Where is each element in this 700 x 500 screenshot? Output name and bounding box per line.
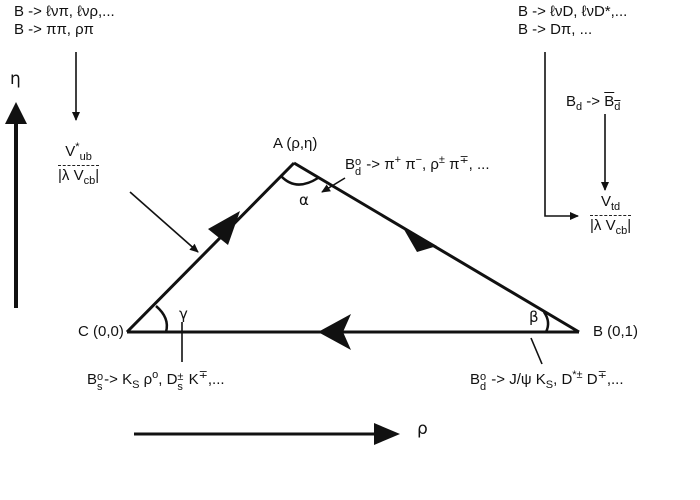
vertex-b-label: B (0,1) bbox=[593, 323, 639, 340]
vtd-denominator: |λ Vcb| bbox=[590, 216, 632, 237]
top-right-decays-line2: B -> Dπ, ... bbox=[518, 21, 593, 38]
alpha-angle-label: α bbox=[299, 191, 309, 209]
gamma-angle-label: γ bbox=[179, 305, 188, 323]
top-left-decays-line1: B -> ℓνπ, ℓνρ,... bbox=[14, 3, 115, 20]
rho-axis-label: ρ bbox=[417, 419, 428, 439]
bd-bar-symbol: Bd bbox=[604, 93, 621, 113]
vub-to-triangle-arrow bbox=[129, 191, 199, 253]
beta-angle-label: β bbox=[529, 308, 539, 326]
alpha-pointer-line bbox=[321, 177, 346, 193]
alpha-angle-arc bbox=[280, 175, 319, 186]
triangle-side-ca bbox=[125, 161, 296, 334]
vub-denominator: |λ Vcb| bbox=[58, 166, 100, 187]
triangle-side-bc bbox=[127, 314, 579, 350]
beta-angle-arc bbox=[542, 311, 550, 333]
vub-ratio-fraction: V*ub |λ Vcb| bbox=[58, 141, 100, 187]
vertex-a-label: A (ρ,η) bbox=[273, 135, 318, 152]
triangle-side-ab bbox=[293, 161, 580, 334]
beta-pointer-line bbox=[530, 337, 543, 365]
rho-axis-arrow bbox=[134, 423, 400, 445]
top-right-decays-line1: B -> ℓνD, ℓνD*,... bbox=[518, 3, 628, 20]
eta-axis-label: η bbox=[10, 69, 21, 89]
vtd-numerator: Vtd bbox=[590, 193, 632, 216]
top-left-decays-line2: B -> ππ, ρπ bbox=[14, 21, 94, 38]
top-right-connector bbox=[544, 52, 579, 220]
vertex-c-label: C (0,0) bbox=[78, 323, 124, 340]
eta-axis-arrow bbox=[5, 102, 27, 308]
vub-numerator: V*ub bbox=[58, 141, 100, 166]
vtd-ratio-fraction: Vtd |λ Vcb| bbox=[590, 193, 632, 237]
bd-mixing-label: Bd -> Bd bbox=[566, 93, 621, 113]
gamma-angle-arc bbox=[155, 305, 169, 333]
